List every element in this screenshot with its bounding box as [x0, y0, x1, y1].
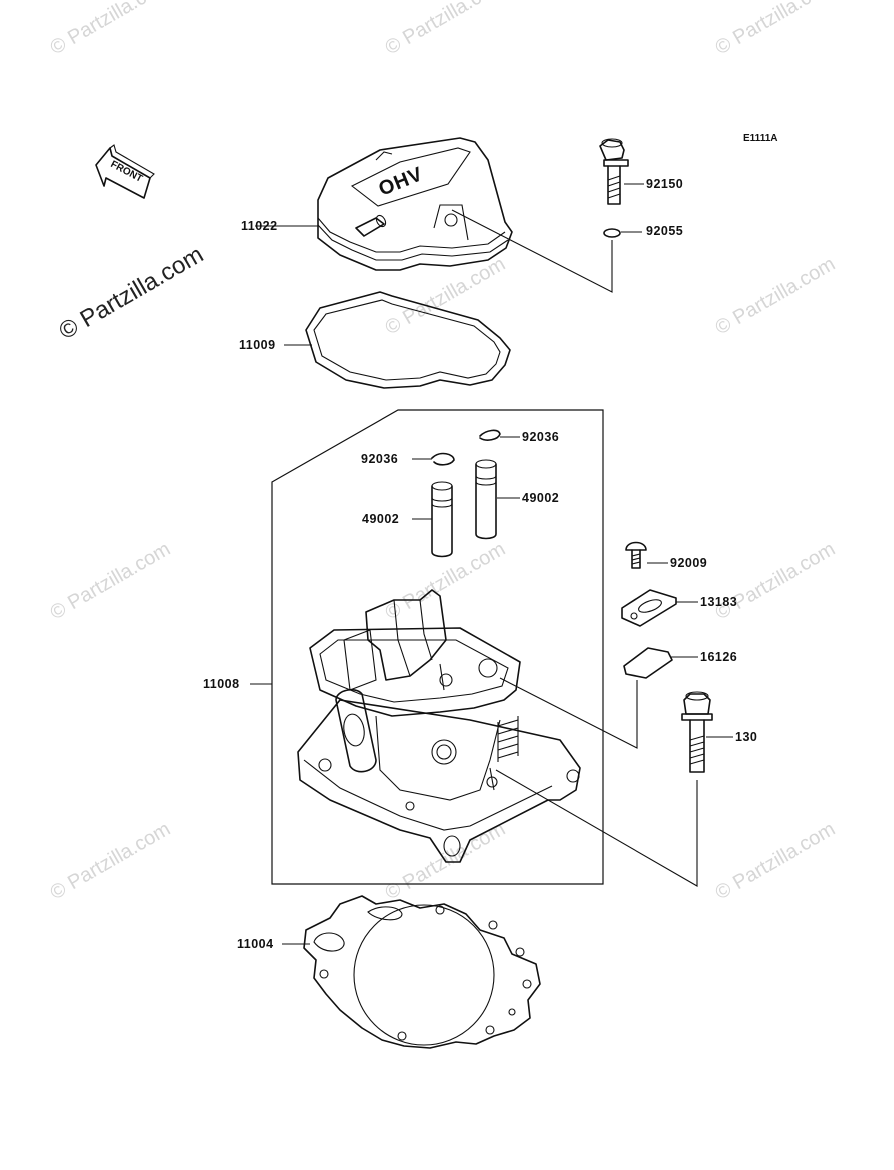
cylinder-head-group-frame — [271, 409, 604, 885]
watermark: © Partzilla.com — [382, 0, 510, 59]
part-number-92009: 92009 — [670, 556, 707, 570]
part-number-49002-left: 49002 — [362, 512, 399, 526]
valve-guide-left — [431, 481, 453, 558]
leader-line — [451, 209, 613, 293]
cylinder-head — [297, 589, 581, 863]
head-gasket — [303, 895, 541, 1049]
watermark: © Partzilla.com — [712, 0, 840, 59]
watermark: © Partzilla.com — [382, 538, 510, 624]
part-number-11008: 11008 — [203, 677, 240, 691]
watermark: © Partzilla.com — [47, 818, 175, 904]
part-number-11022: 11022 — [241, 219, 278, 233]
part-number-16126: 16126 — [700, 650, 737, 664]
watermark: © Partzilla.com — [712, 253, 840, 339]
circlip-left — [431, 452, 455, 466]
cover-gasket — [305, 291, 511, 389]
bolt-washer — [603, 228, 621, 238]
part-number-49002-right: 49002 — [522, 491, 559, 505]
watermark-main: © Partzilla.com — [55, 241, 209, 345]
screw — [625, 541, 647, 569]
reed-valve — [623, 647, 673, 679]
part-number-92036-right: 92036 — [522, 430, 559, 444]
leader-line — [499, 677, 638, 749]
cover-text: OHV — [376, 163, 427, 201]
part-number-130: 130 — [735, 730, 757, 744]
cover-bolt — [599, 138, 629, 205]
diagram-code: E1111A — [743, 133, 777, 144]
part-number-13183: 13183 — [700, 595, 737, 609]
watermark: © Partzilla.com — [47, 538, 175, 624]
plate — [621, 589, 677, 627]
cylinder-head-cover: OHV — [317, 137, 513, 271]
part-number-92150: 92150 — [646, 177, 683, 191]
part-number-92036-left: 92036 — [361, 452, 398, 466]
valve-guide-right — [475, 459, 497, 540]
front-arrow-icon: FRONT — [95, 144, 155, 199]
part-number-11009: 11009 — [239, 338, 276, 352]
front-label: FRONT — [109, 159, 145, 185]
watermark: © Partzilla.com — [712, 818, 840, 904]
head-bolt — [681, 691, 713, 773]
part-number-92055: 92055 — [646, 224, 683, 238]
watermark-layer: © Partzilla.com © Partzilla.com © Partzi… — [47, 0, 840, 904]
part-number-11004: 11004 — [237, 937, 274, 951]
circlip-right — [479, 429, 501, 441]
watermark: © Partzilla.com — [47, 0, 175, 59]
leader-line — [495, 769, 698, 887]
watermark: © Partzilla.com — [712, 538, 840, 624]
